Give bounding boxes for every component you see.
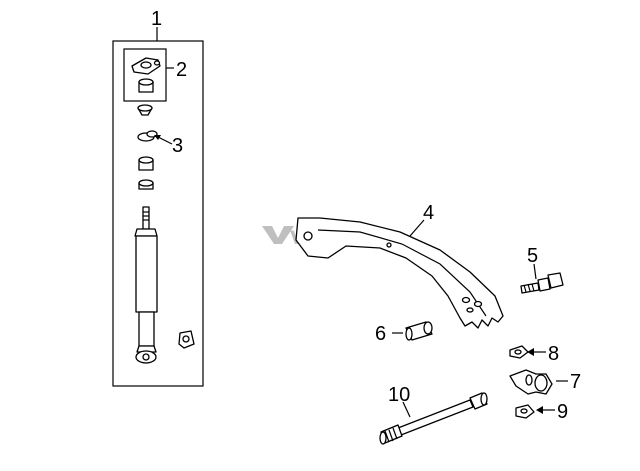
shock-absorber [134, 206, 158, 364]
mount-bushing [138, 78, 154, 93]
retainer-clip-upper [509, 345, 529, 359]
callout-6: 6 [375, 323, 386, 345]
lower-bracket [509, 369, 553, 395]
shock-nut [178, 330, 195, 349]
callout-9: 9 [557, 401, 568, 423]
callout-4-leader [409, 219, 425, 237]
callout-5: 5 [527, 245, 538, 267]
mount-kit-box [123, 48, 174, 102]
callout-8: 8 [548, 343, 559, 365]
callout-3-leader [154, 135, 173, 145]
callout-8-leader [527, 348, 546, 356]
callout-4: 4 [423, 202, 434, 224]
lateral-arm [295, 217, 504, 329]
callout-3: 3 [172, 135, 183, 157]
shock-absorber-group-box [112, 27, 204, 387]
callout-10: 10 [388, 384, 410, 406]
callout-9-leader [536, 406, 555, 414]
callout-1: 1 [151, 8, 162, 30]
arm-bolt [520, 272, 564, 294]
arm-bushing [405, 321, 433, 341]
stabilizer-rod [379, 392, 488, 445]
upper-mount-bracket [131, 57, 161, 75]
callout-10-leader [402, 401, 411, 418]
retainer-clip-lower [515, 404, 535, 419]
washer-stack [137, 104, 158, 190]
callout-7: 7 [570, 371, 581, 393]
callout-2: 2 [176, 59, 187, 81]
callout-5-leader [533, 263, 537, 280]
